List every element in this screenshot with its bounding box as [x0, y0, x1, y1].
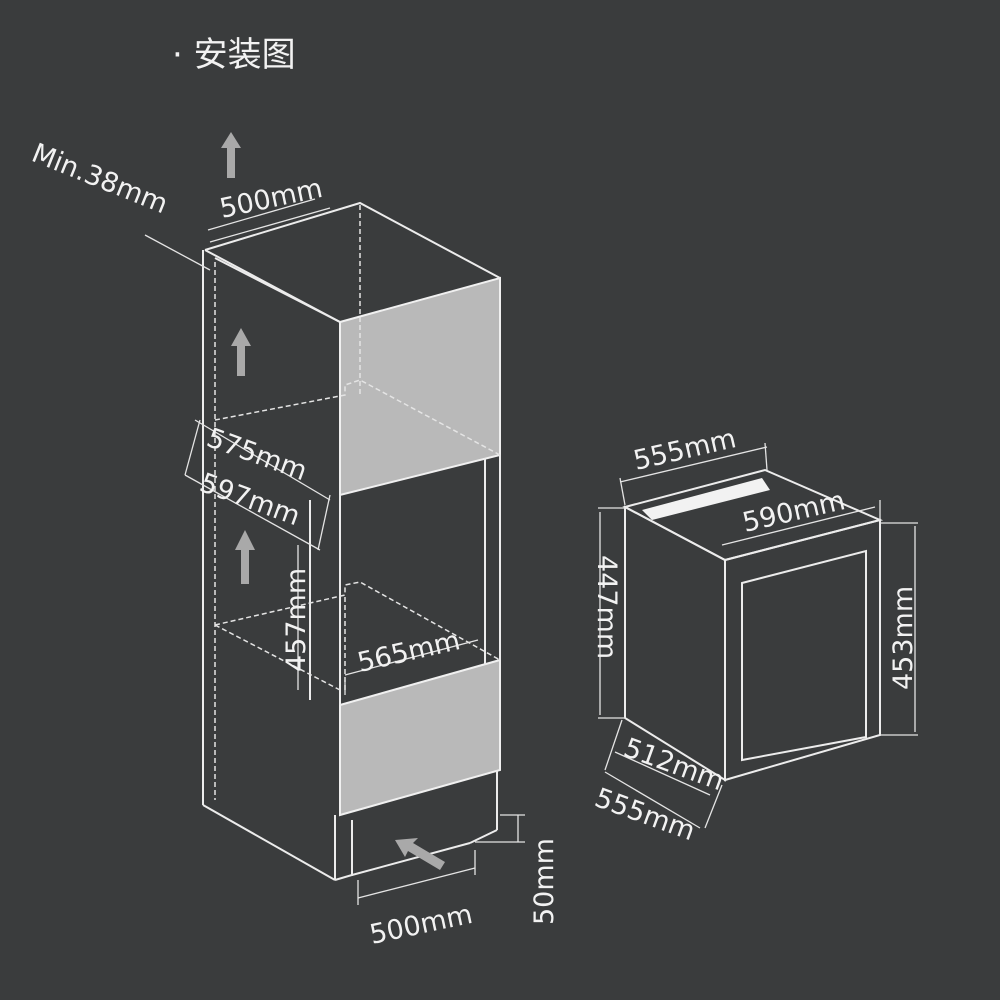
arrow-up-icon: [235, 530, 255, 584]
diagram-title: · 安装图: [172, 35, 296, 75]
cabinet-top-back-edge: [204, 201, 501, 279]
tall-cabinet: [202, 201, 501, 881]
appliance-dimensions: [598, 442, 918, 829]
label-front-height: 453mm: [888, 586, 919, 690]
lower-drawer-front: [339, 658, 501, 817]
label-min-gap: Min.38mm: [27, 138, 172, 220]
appliance-front: [724, 518, 881, 782]
arrow-inflow-icon: [395, 838, 445, 870]
label-bottom-depth-inner: 512mm: [620, 732, 728, 797]
label-niche-height: 457mm: [281, 568, 312, 672]
label-vent-width: 500mm: [367, 899, 475, 951]
appliance-top-strip: [642, 478, 770, 520]
label-niche-width: 565mm: [355, 625, 463, 679]
upper-appliance-front: [339, 276, 501, 497]
arrow-up-icon: [221, 132, 241, 178]
arrow-up-icon: [231, 328, 251, 376]
label-top-depth: 500mm: [217, 173, 325, 225]
appliance-door-window: [741, 549, 867, 762]
label-bottom-depth-outer: 555mm: [591, 782, 699, 847]
label-vent-height: 50mm: [529, 838, 560, 925]
label-side-height: 447mm: [591, 555, 622, 659]
cabinet-dimensions: [144, 198, 525, 905]
airflow-arrows: [221, 132, 445, 870]
label-top-width: 555mm: [631, 423, 739, 477]
